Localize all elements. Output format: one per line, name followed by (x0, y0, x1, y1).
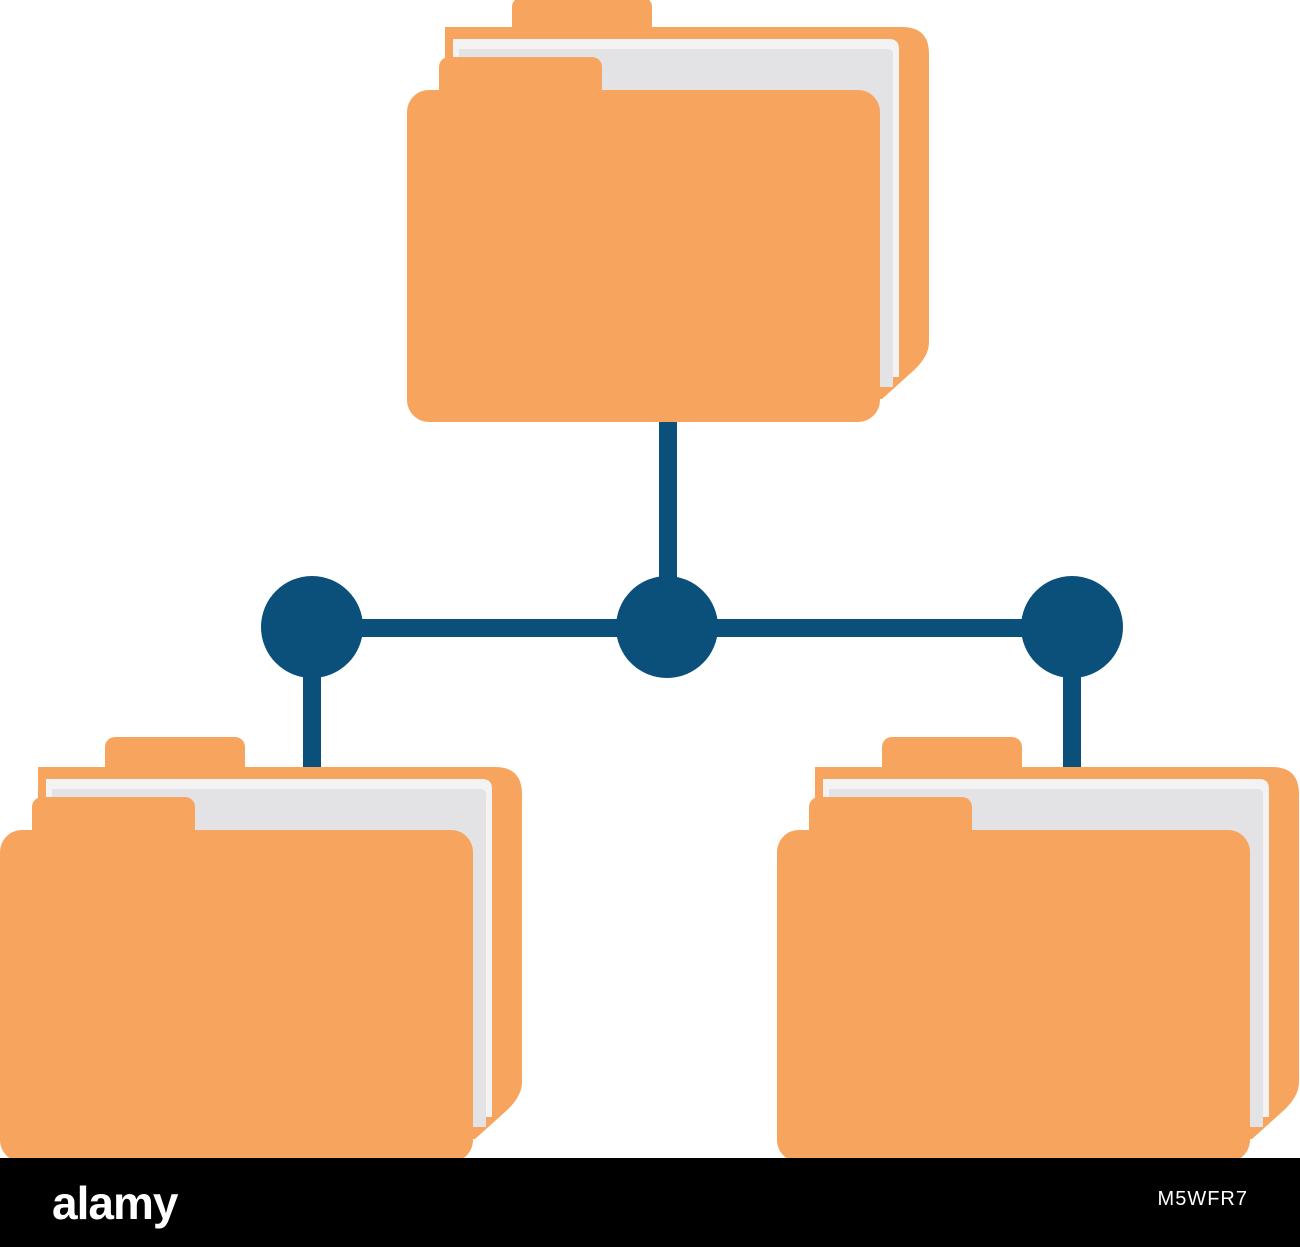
network-node-icon (1021, 576, 1123, 678)
folder-network-diagram (0, 0, 1299, 1158)
network-node-icon (616, 576, 718, 678)
folder-icon (407, 0, 929, 422)
watermark-footer: alamy M5WFR7 (0, 1158, 1300, 1247)
image-id-label: M5WFR7 (1157, 1188, 1248, 1210)
folder-icon (0, 737, 522, 1158)
alamy-logo: alamy (52, 1177, 178, 1229)
network-node-icon (261, 576, 363, 678)
folder-icon (777, 737, 1299, 1158)
